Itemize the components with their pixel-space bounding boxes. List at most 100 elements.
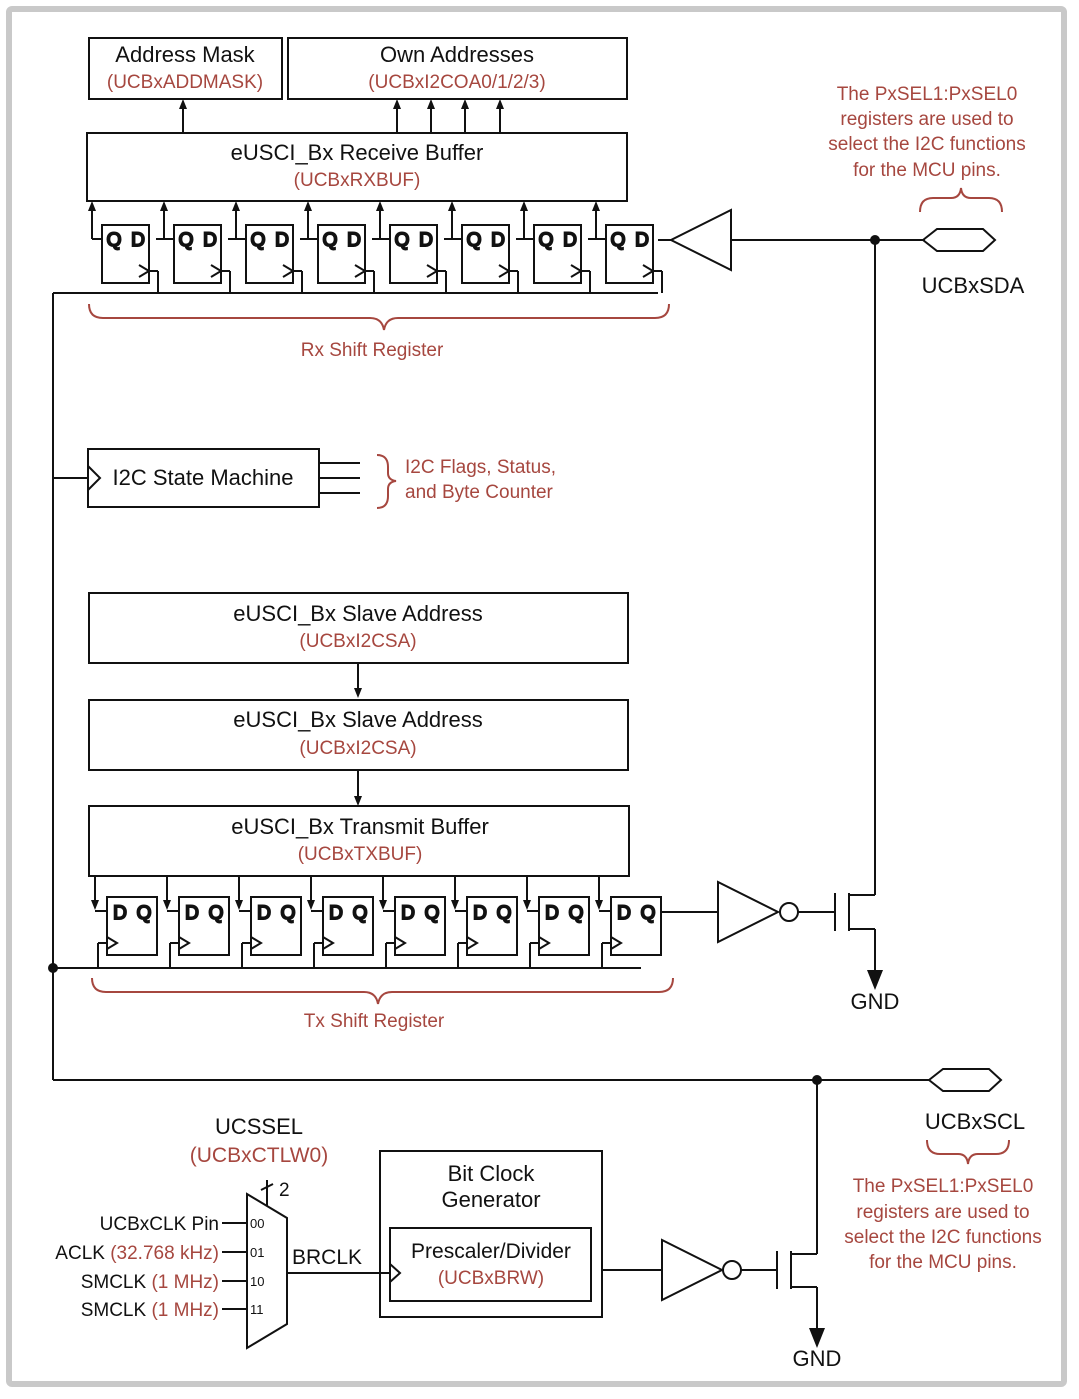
ff-d-label: D bbox=[113, 903, 127, 924]
sda-label: UCBxSDA bbox=[922, 273, 1025, 298]
ff-q-label: Q bbox=[467, 230, 482, 251]
tx-shift-label: Tx Shift Register bbox=[304, 1011, 445, 1032]
slave-address-2-title: eUSCI_Bx Slave Address bbox=[233, 707, 482, 732]
ff-d-label: D bbox=[635, 230, 649, 251]
ff-q-label: Q bbox=[539, 230, 554, 251]
address-mask-register: (UCBxADDMASK) bbox=[107, 72, 263, 93]
tx-output-inverter bbox=[717, 880, 781, 944]
pxsel-note-bottom-3: select the I2C functions bbox=[844, 1227, 1042, 1248]
ff-d-label: D bbox=[275, 230, 289, 251]
ff-q-label: Q bbox=[425, 903, 440, 924]
ff-q-label: Q bbox=[137, 903, 152, 924]
ff-d-label: D bbox=[419, 230, 433, 251]
mux-input-code: 11 bbox=[250, 1302, 264, 1317]
ff-q-label: Q bbox=[395, 230, 410, 251]
transmit-buffer-register: (UCBxTXBUF) bbox=[298, 844, 423, 865]
ff-q-label: Q bbox=[323, 230, 338, 251]
ff-q-label: Q bbox=[107, 230, 122, 251]
ff-q-label: Q bbox=[497, 903, 512, 924]
brclk-label: BRCLK bbox=[292, 1246, 362, 1269]
mux-input-code: 01 bbox=[250, 1245, 264, 1260]
flags-label-line2: and Byte Counter bbox=[405, 482, 554, 503]
bit-clock-title-1: Bit Clock bbox=[448, 1161, 536, 1186]
ff-d-label: D bbox=[131, 230, 145, 251]
transmit-buffer-title: eUSCI_Bx Transmit Buffer bbox=[231, 814, 489, 839]
flags-brace bbox=[376, 454, 397, 509]
slave-address-1-register: (UCBxI2CSA) bbox=[299, 631, 416, 652]
pxsel-note-top-2: registers are used to bbox=[840, 109, 1013, 130]
flags-label-line1: I2C Flags, Status, bbox=[405, 457, 556, 478]
clock-source-mux[interactable] bbox=[246, 1192, 288, 1350]
ff-q-label: Q bbox=[353, 903, 368, 924]
ff-d-label: D bbox=[203, 230, 217, 251]
bit-clock-title-2: Generator bbox=[441, 1187, 540, 1212]
ff-d-label: D bbox=[329, 903, 343, 924]
scl-label: UCBxSCL bbox=[925, 1109, 1025, 1134]
ucssel-register: (UCBxCTLW0) bbox=[190, 1144, 328, 1167]
pxsel-note-top-4: for the MCU pins. bbox=[853, 160, 1001, 181]
clock-input-label: ACLK (32.768 kHz) bbox=[55, 1243, 219, 1264]
receive-buffer-title: eUSCI_Bx Receive Buffer bbox=[231, 140, 484, 165]
diagram-frame bbox=[6, 6, 1067, 1387]
pxsel-note-bottom-1: The PxSEL1:PxSEL0 bbox=[853, 1176, 1034, 1197]
transmit-buffer-box bbox=[88, 805, 630, 877]
gnd-label-sda: GND bbox=[851, 989, 900, 1014]
pxsel-note-top-3: select the I2C functions bbox=[828, 134, 1026, 155]
mux-input-code: 00 bbox=[250, 1216, 264, 1231]
bit-clock-generator-box bbox=[379, 1150, 603, 1318]
ff-d-label: D bbox=[257, 903, 271, 924]
ff-d-label: D bbox=[545, 903, 559, 924]
ff-d-label: D bbox=[617, 903, 631, 924]
clock-input-label: SMCLK (1 MHz) bbox=[81, 1300, 219, 1321]
rx-input-buffer bbox=[668, 208, 732, 272]
ff-q-label: Q bbox=[251, 230, 266, 251]
ff-d-label: D bbox=[185, 903, 199, 924]
ff-q-label: Q bbox=[611, 230, 626, 251]
sda-pad-icon[interactable] bbox=[921, 228, 997, 252]
slave-address-1-title: eUSCI_Bx Slave Address bbox=[233, 601, 482, 626]
clock-input-label: UCBxCLK Pin bbox=[100, 1214, 219, 1235]
ff-q-label: Q bbox=[179, 230, 194, 251]
prescaler-register: (UCBxBRW) bbox=[438, 1268, 544, 1289]
receive-buffer-register: (UCBxRXBUF) bbox=[294, 170, 421, 191]
ff-q-label: Q bbox=[641, 903, 656, 924]
ucssel-label: UCSSEL bbox=[215, 1114, 303, 1139]
scl-pad-icon[interactable] bbox=[927, 1068, 1003, 1092]
slave-address-2-register: (UCBxI2CSA) bbox=[299, 738, 416, 759]
state-machine-title: I2C State Machine bbox=[113, 465, 294, 490]
ff-d-label: D bbox=[401, 903, 415, 924]
own-addresses-register: (UCBxI2COA0/1/2/3) bbox=[368, 72, 545, 93]
prescaler-title: Prescaler/Divider bbox=[411, 1240, 571, 1263]
ff-d-label: D bbox=[473, 903, 487, 924]
scl-output-inverter bbox=[661, 1238, 725, 1302]
pxsel-note-top-1: The PxSEL1:PxSEL0 bbox=[837, 84, 1018, 105]
rx-shift-label: Rx Shift Register bbox=[301, 340, 444, 361]
ff-d-label: D bbox=[347, 230, 361, 251]
pxsel-note-bottom-2: registers are used to bbox=[856, 1202, 1029, 1223]
address-mask-title: Address Mask bbox=[115, 42, 255, 67]
clock-input-label: SMCLK (1 MHz) bbox=[81, 1272, 219, 1293]
ff-q-label: Q bbox=[281, 903, 296, 924]
receive-buffer-box bbox=[86, 132, 628, 202]
ff-q-label: Q bbox=[569, 903, 584, 924]
ff-q-label: Q bbox=[209, 903, 224, 924]
ff-d-label: D bbox=[491, 230, 505, 251]
pxsel-brace-top bbox=[919, 187, 1003, 213]
mux-input-code: 10 bbox=[250, 1274, 264, 1289]
